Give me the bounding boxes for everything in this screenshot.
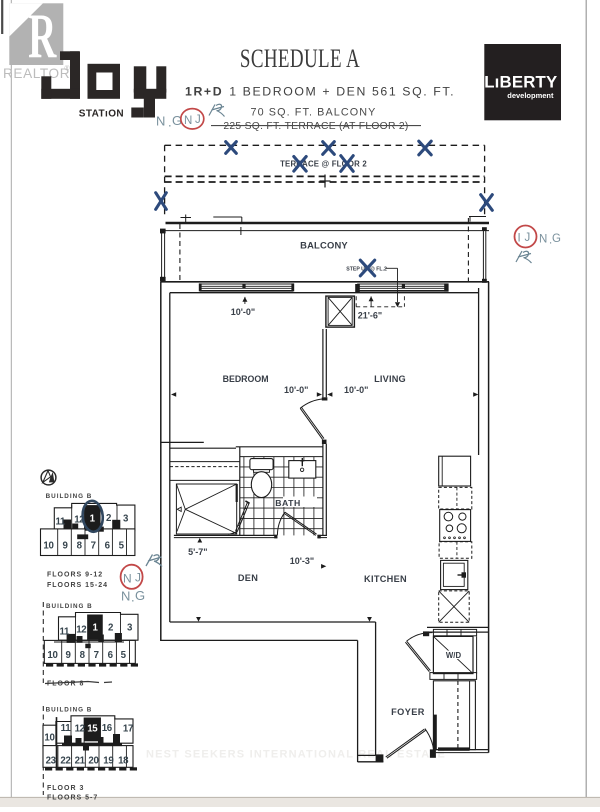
svg-text:BATH: BATH: [275, 498, 300, 508]
svg-text:FLOOR 3: FLOOR 3: [47, 785, 84, 792]
svg-text:12: 12: [74, 515, 84, 526]
svg-text:6: 6: [105, 541, 111, 552]
svg-text:G: G: [172, 113, 182, 128]
svg-text:12: 12: [76, 625, 86, 636]
svg-text:KITCHEN: KITCHEN: [364, 574, 407, 584]
svg-text:21'-6": 21'-6": [358, 311, 382, 321]
svg-text:20: 20: [88, 756, 98, 767]
svg-text:10'-3": 10'-3": [290, 556, 314, 566]
svg-text:N: N: [156, 114, 165, 129]
svg-text:.: .: [168, 115, 172, 130]
svg-text:N: N: [184, 115, 192, 127]
svg-text:10'-0": 10'-0": [231, 307, 255, 317]
svg-text:8: 8: [77, 541, 83, 552]
svg-text:7: 7: [91, 541, 96, 552]
svg-text:BALCONY: BALCONY: [300, 240, 348, 251]
svg-text:BEDROOM: BEDROOM: [223, 374, 269, 384]
svg-text:I: I: [518, 233, 521, 245]
svg-text:11: 11: [61, 723, 72, 734]
svg-text:8: 8: [80, 650, 86, 661]
svg-text:15: 15: [87, 724, 98, 735]
svg-text:REALTOR: REALTOR: [3, 66, 70, 81]
svg-text:21: 21: [75, 756, 86, 767]
svg-text:SCHEDULE A: SCHEDULE A: [240, 44, 360, 73]
svg-text:23: 23: [46, 756, 57, 767]
svg-text:10'-0": 10'-0": [344, 385, 368, 395]
svg-text:11: 11: [59, 627, 70, 638]
svg-text:TERRACE @ FLOOR 2: TERRACE @ FLOOR 2: [280, 160, 367, 169]
svg-text:J: J: [135, 571, 141, 585]
svg-text:LıBERTY: LıBERTY: [484, 73, 557, 92]
svg-text:BUILDING B: BUILDING B: [46, 493, 93, 500]
svg-text:1: 1: [92, 623, 98, 634]
svg-text:J: J: [195, 114, 201, 126]
svg-text:70 SQ. FT. BALCONY: 70 SQ. FT. BALCONY: [250, 107, 376, 119]
svg-text:10: 10: [44, 733, 54, 744]
svg-text:9: 9: [65, 650, 71, 661]
svg-text:J: J: [525, 232, 531, 244]
svg-text:3: 3: [123, 514, 129, 525]
svg-text:LIVING: LIVING: [374, 374, 406, 384]
svg-text:N: N: [121, 589, 130, 604]
svg-text:®: ®: [65, 65, 71, 73]
svg-text:1: 1: [90, 514, 96, 525]
svg-text:10: 10: [47, 650, 57, 661]
svg-text:W/D: W/D: [446, 651, 462, 660]
svg-text:2: 2: [106, 513, 111, 524]
svg-text:5: 5: [119, 541, 125, 552]
svg-text:FOYER: FOYER: [391, 707, 425, 717]
svg-text:FLOORS 15-24: FLOORS 15-24: [47, 582, 108, 589]
svg-text:3: 3: [127, 623, 133, 634]
svg-text:16: 16: [102, 723, 113, 734]
svg-text:225 SQ. FT. TERRACE (AT FLOOR: 225 SQ. FT. TERRACE (AT FLOOR 2): [223, 121, 408, 132]
svg-text:G: G: [135, 588, 145, 603]
svg-text:1R+D1 BEDROOM + DEN 561 SQ. FT: 1R+D1 BEDROOM + DEN 561 SQ. FT.: [185, 85, 455, 99]
svg-text:FLOORS 5-7: FLOORS 5-7: [47, 794, 98, 801]
svg-text:G: G: [552, 233, 561, 245]
svg-text:19: 19: [103, 756, 114, 767]
svg-text:STATıON: STATıON: [79, 108, 124, 119]
svg-text:N: N: [123, 572, 132, 586]
svg-text:NEST SEEKERS INTERNATIONAL REA: NEST SEEKERS INTERNATIONAL REAL ESTATE: [146, 749, 446, 761]
svg-text:BUILDING B: BUILDING B: [46, 707, 93, 714]
svg-text:FLOORS 9-12: FLOORS 9-12: [47, 571, 103, 578]
svg-text:R: R: [28, 2, 57, 72]
svg-text:10'-0": 10'-0": [284, 385, 308, 395]
svg-text:N: N: [539, 234, 547, 246]
svg-text:17: 17: [123, 724, 133, 735]
svg-text:BUILDING B: BUILDING B: [46, 603, 93, 610]
svg-text:.: .: [131, 590, 135, 605]
svg-text:18: 18: [118, 756, 129, 767]
svg-text:7: 7: [94, 650, 99, 661]
svg-text:6: 6: [108, 650, 114, 661]
svg-text:5'-7": 5'-7": [188, 547, 207, 557]
svg-text:12: 12: [75, 724, 85, 735]
svg-text:9: 9: [62, 541, 68, 552]
svg-text:5: 5: [121, 650, 127, 661]
svg-text:.: .: [549, 235, 552, 247]
svg-text:22: 22: [60, 756, 70, 767]
svg-text:10: 10: [43, 541, 53, 552]
svg-text:FLOOR 8: FLOOR 8: [47, 680, 84, 687]
svg-text:11: 11: [55, 517, 66, 528]
svg-text:2: 2: [108, 623, 113, 634]
svg-text:development: development: [507, 91, 554, 100]
svg-text:DEN: DEN: [238, 573, 258, 583]
